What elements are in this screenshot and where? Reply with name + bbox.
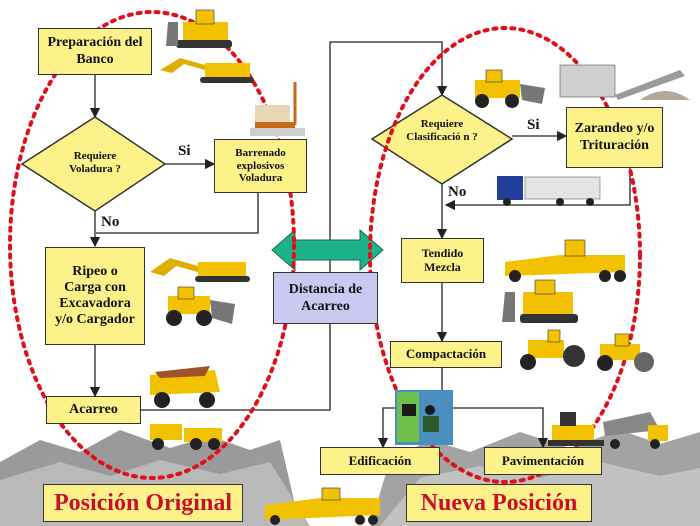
semi-truck-icon: [497, 176, 601, 206]
ripping-loading-box: Ripeo o Carga con Excavadora y/o Cargado…: [45, 247, 145, 345]
worker-computer-icon: [395, 390, 453, 445]
haul-truck-icon: [150, 366, 220, 408]
drill-rig-icon: [250, 82, 305, 136]
loader-right-icon: [475, 69, 545, 108]
decision-blasting-diamond: [20, 116, 167, 212]
left-yes-label: Si: [178, 143, 191, 159]
left-no-label: No: [101, 214, 120, 230]
building-box: Edificación: [320, 447, 440, 475]
hauling-box: Acarreo: [46, 396, 141, 424]
decision-blasting-label: Requiere Voladura ?: [69, 150, 121, 176]
padfoot-compactor-icon: [597, 333, 654, 372]
roller-compactor-icon: [520, 329, 585, 370]
new-position-caption: Nueva Posición: [406, 484, 592, 522]
articulated-truck-icon: [150, 424, 222, 450]
paving-box: Pavimentación: [484, 447, 602, 475]
spreading-mixing-box: Tendido Mezcla: [401, 238, 484, 283]
blasting-box: Barrenado explosivos Voladura: [214, 139, 307, 193]
compaction-box: Compactación: [390, 341, 502, 368]
dozer-right-icon: [502, 279, 578, 323]
double-arrow: [271, 228, 384, 272]
right-region-outline: [368, 26, 642, 484]
decision-classification-label: Requiere Clasificació n ?: [406, 118, 478, 144]
screening-crushing-box: Zarandeo y/o Trituración: [566, 107, 663, 168]
left-region-outline: [8, 10, 296, 480]
motor-grader-icon: [505, 239, 626, 282]
dump-truck-right-icon: [603, 412, 668, 449]
bulldozer-icon: [166, 9, 232, 48]
prep-bench-box: Preparación del Banco: [38, 28, 152, 75]
grader-bottom-icon: [265, 487, 380, 525]
paver-icon: [548, 412, 604, 446]
excavator-icon: [160, 58, 254, 83]
excavator-2-icon: [150, 258, 250, 282]
connectors: [89, 41, 631, 449]
haul-distance-box: Distancia de Acarreo: [273, 272, 378, 324]
crusher-plant-icon: [559, 64, 690, 100]
wheel-loader-icon: [166, 286, 235, 326]
original-position-caption: Posición Original: [43, 484, 243, 522]
right-yes-label: Si: [527, 117, 540, 133]
right-no-label: No: [448, 184, 467, 200]
